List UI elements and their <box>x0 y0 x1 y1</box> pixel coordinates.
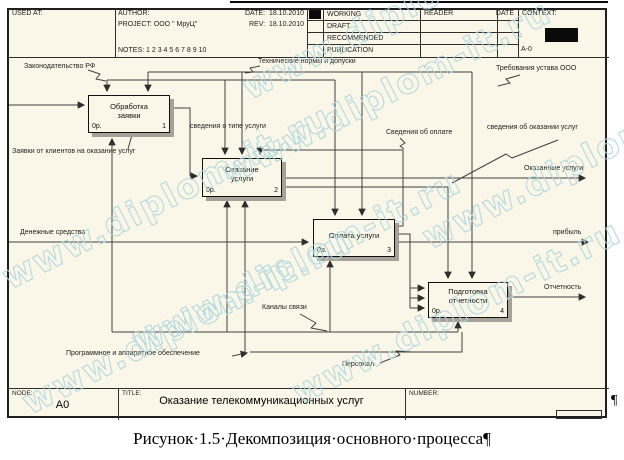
reader-label: READER <box>424 10 454 17</box>
rev-row: REV: 18.10.2010 <box>205 21 304 29</box>
arrow-label-money: Денежные средства <box>20 229 86 236</box>
activity-box-2-number: 2 <box>274 187 278 194</box>
arrow-label-service-info: сведения об оказании услуг <box>487 124 578 131</box>
context-node: A-0 <box>521 46 532 53</box>
activity-box-4-title: Подготовка отчетности <box>448 287 488 305</box>
author-label: AUTHOR: <box>118 10 150 17</box>
rev-label: REV: <box>248 21 266 28</box>
activity-box-3: Оплата услуги 0р. 3 <box>313 219 395 257</box>
arrow-label-software-hardware: Программное и аппаратное обеспечение <box>66 350 200 357</box>
status-row-line <box>307 32 518 33</box>
activity-box-2-cost: 0р. <box>206 187 216 194</box>
footer-divider <box>118 388 119 420</box>
diagram-sheet-border <box>7 8 607 418</box>
date-row: DATE: 18.10.2010 <box>205 10 304 18</box>
reader-date-label: DATE <box>495 10 514 17</box>
project-label: PROJECT: <box>118 21 152 28</box>
status-recommended: RECOMMENDED <box>327 35 384 42</box>
activity-box-3-title: Оплата услуги <box>328 231 380 240</box>
notes-row: NOTES: 1 2 3 4 5 6 7 8 9 10 <box>118 47 206 55</box>
node-value: A0 <box>55 399 70 411</box>
activity-box-1-number: 1 <box>162 123 166 130</box>
rev-value: 18.10.2010 <box>268 21 304 28</box>
notes-numbers: 1 2 3 4 5 6 7 8 9 10 <box>146 47 207 54</box>
activity-box-3-number: 3 <box>387 247 391 254</box>
context-label: CONTEXT: <box>522 10 557 17</box>
arrow-label-legislation: Законодательство РФ <box>24 63 96 70</box>
status-draft: DRAFT <box>327 23 351 30</box>
date-label: DATE: <box>244 10 266 17</box>
date-value: 18.10.2010 <box>268 10 304 17</box>
header-bottom-line <box>7 57 609 58</box>
status-working: WORKING <box>327 11 362 18</box>
notes-label: NOTES: <box>118 47 145 54</box>
pilcrow-mark: ¶ <box>611 393 618 408</box>
footer-divider <box>405 388 406 420</box>
activity-box-2-title: Оказание услуги <box>225 165 259 183</box>
status-publication: PUBLICATION <box>327 47 374 54</box>
activity-box-1: Обработка заявки 0р. 1 <box>88 95 170 133</box>
activity-box-4-number: 4 <box>500 308 504 315</box>
activity-box-3-cost: 0р. <box>317 247 327 254</box>
arrow-label-tech-norms: Технические нормы и допуски <box>258 58 356 65</box>
arrow-label-personnel: Персонал <box>342 361 375 368</box>
arrow-label-client-requests: Заявки от клиентов на оказание услуг <box>12 148 136 155</box>
used-at-label: USED AT: <box>12 10 43 17</box>
status-row-line <box>307 20 518 21</box>
number-cell-rect <box>556 410 602 419</box>
status-row-line <box>307 44 518 45</box>
working-checkbox-filled <box>309 10 321 19</box>
activity-box-1-cost: 0р. <box>92 123 102 130</box>
arrow-label-service-type: сведения о типе услуги <box>190 123 266 130</box>
arrow-label-channels: Каналы связи <box>262 304 307 311</box>
scan-artifact-line <box>230 1 608 3</box>
activity-box-4-cost: 0р. <box>432 308 442 315</box>
activity-box-4: Подготовка отчетности 0р. 4 <box>428 282 508 318</box>
arrow-label-payment-info: Сведения об оплате <box>386 129 453 136</box>
number-label: NUMBER: <box>409 390 439 397</box>
header-divider <box>518 8 519 57</box>
node-label: NODE: <box>12 390 33 397</box>
arrow-label-rendered-services: Оказанные услуги <box>524 165 584 172</box>
figure-caption: Рисунок·1.5·Декомпозиция·основного·проце… <box>133 429 491 448</box>
project-row: PROJECT: ООО " МруЦ" <box>118 21 197 29</box>
context-thumbnail <box>545 28 578 42</box>
title-value: Оказание телекоммуникационных услуг <box>159 395 364 407</box>
header-divider <box>115 8 116 57</box>
project-value: ООО " МруЦ" <box>153 21 198 28</box>
arrow-label-reporting: Отчетность <box>544 284 582 291</box>
activity-box-2: Оказание услуги 0р. 2 <box>202 158 282 197</box>
arrow-label-profit: прибыль <box>553 229 582 236</box>
title-label: TITLE: <box>122 390 142 397</box>
footer-top-line <box>7 388 609 389</box>
activity-box-1-title: Обработка заявки <box>110 102 148 120</box>
arrow-label-charter: Требования устава ООО <box>496 65 577 72</box>
